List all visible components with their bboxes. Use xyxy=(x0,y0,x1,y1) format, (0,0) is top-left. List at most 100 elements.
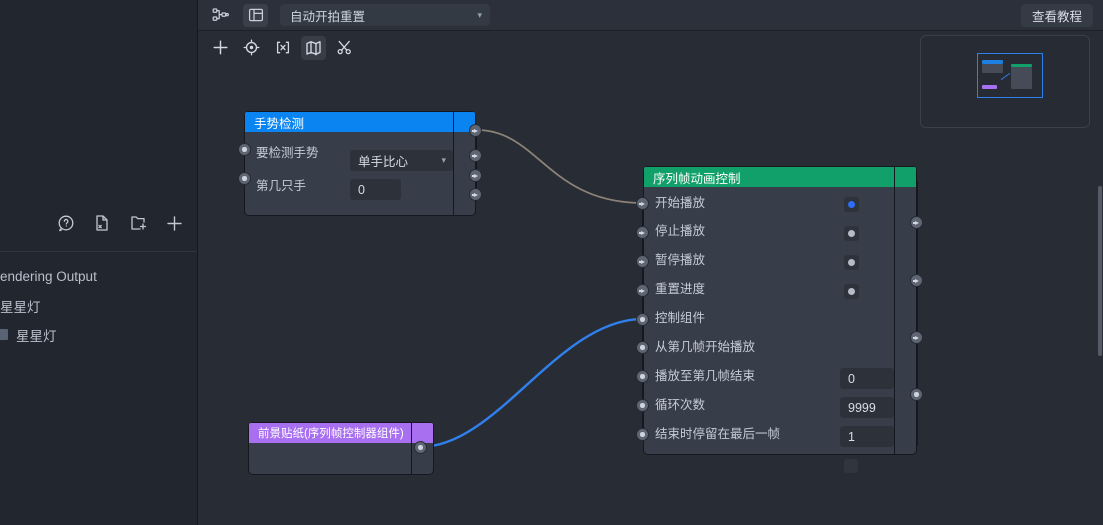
end-frame-input[interactable]: 9999 xyxy=(840,397,894,418)
graph-canvas[interactable]: 手势检测 要检测手势 第几只手 单手比心 ▾ xyxy=(198,31,1103,525)
node-row: 第几只手 xyxy=(245,170,475,199)
node-title: 前景贴纸(序列帧控制器组件) xyxy=(249,423,433,443)
input-port-data[interactable] xyxy=(636,370,649,383)
input-port-data[interactable] xyxy=(238,143,251,156)
gesture-type-select[interactable]: 单手比心 ▾ xyxy=(350,150,453,171)
left-panel: endering Output 星星灯 星星灯 xyxy=(0,0,198,525)
view-tutorial-button[interactable]: 查看教程 xyxy=(1020,4,1093,27)
mode-dropdown-value: 自动开拍重置 xyxy=(290,9,366,24)
scissors-icon[interactable] xyxy=(332,36,357,60)
plus-icon[interactable] xyxy=(208,36,233,60)
left-panel-list: endering Output 星星灯 星星灯 xyxy=(0,252,197,349)
row-label: 暂停播放 xyxy=(655,253,706,267)
row-label: 停止播放 xyxy=(655,224,706,238)
input-port-data[interactable] xyxy=(636,313,649,326)
node-graph-icon[interactable] xyxy=(208,4,233,27)
output-port-exec[interactable] xyxy=(469,124,482,137)
left-panel-spacer xyxy=(0,0,197,122)
row-label: 结束时停留在最后一帧 xyxy=(655,427,781,441)
row-label: 第几只手 xyxy=(256,179,307,193)
new-folder-icon[interactable] xyxy=(127,212,149,234)
node-gesture-detection[interactable]: 手势检测 要检测手势 第几只手 单手比心 ▾ xyxy=(244,111,476,216)
node-row: 控制组件 xyxy=(644,302,916,331)
node-title: 序列帧动画控制 xyxy=(644,167,916,187)
row-label: 从第几帧开始播放 xyxy=(655,340,756,354)
output-port-exec[interactable] xyxy=(910,274,923,287)
list-item-label: 星星灯 xyxy=(16,328,57,344)
row-label: 要检测手势 xyxy=(256,145,319,160)
node-row: 暂停播放 xyxy=(644,244,916,273)
add-icon[interactable] xyxy=(163,212,185,234)
output-port-exec[interactable] xyxy=(910,331,923,344)
input-port-exec[interactable] xyxy=(636,255,649,268)
document-script-icon[interactable] xyxy=(91,212,113,234)
start-frame-input[interactable]: 0 xyxy=(840,368,894,389)
minimap-node-gesture-body xyxy=(982,64,1003,73)
gesture-type-value: 单手比心 xyxy=(358,155,409,169)
list-item[interactable]: endering Output xyxy=(0,262,197,291)
input-port-data[interactable] xyxy=(636,428,649,441)
node-title: 手势检测 xyxy=(245,112,475,132)
chevron-down-icon: ▾ xyxy=(441,155,446,165)
node-row: 要检测手势 xyxy=(245,132,475,170)
input-port-exec[interactable] xyxy=(636,284,649,297)
input-port-data[interactable] xyxy=(636,341,649,354)
output-port-data[interactable] xyxy=(414,441,427,454)
hand-index-input[interactable]: 0 xyxy=(350,179,401,200)
canvas-vertical-scrollbar[interactable] xyxy=(1098,186,1102,356)
output-port-exec[interactable] xyxy=(469,169,482,182)
node-foreground-sticker[interactable]: 前景贴纸(序列帧控制器组件) xyxy=(248,422,434,475)
node-output-rail xyxy=(894,167,916,454)
loop-count-input[interactable]: 1 xyxy=(840,426,894,447)
radio-dot xyxy=(848,201,855,208)
hand-index-value: 0 xyxy=(358,182,365,197)
input-port-exec[interactable] xyxy=(636,226,649,239)
minimap-viewport[interactable] xyxy=(977,53,1043,98)
start-play-radio[interactable] xyxy=(844,197,859,212)
output-port-spine xyxy=(916,181,918,446)
node-row: 播放至第几帧结束 xyxy=(644,360,916,389)
loop-count-value: 1 xyxy=(848,429,855,444)
list-item[interactable]: 星星灯 xyxy=(0,291,197,320)
header-bar: 自动开拍重置 ▾ 查看教程 xyxy=(198,0,1103,31)
list-item[interactable]: 星星灯 xyxy=(0,320,197,349)
node-output-rail xyxy=(411,423,433,474)
list-item-label: endering Output xyxy=(0,269,97,284)
minimap-edge xyxy=(1000,72,1011,81)
node-row: 重置进度 xyxy=(644,273,916,302)
node-body: 要检测手势 第几只手 xyxy=(245,132,475,199)
minimap-node-gesture xyxy=(982,60,1003,64)
panel-layout-icon[interactable] xyxy=(243,3,268,27)
input-port-data[interactable] xyxy=(636,399,649,412)
graph-minimap[interactable] xyxy=(920,35,1090,128)
input-port-data[interactable] xyxy=(238,172,251,185)
bracket-x-icon[interactable] xyxy=(270,36,295,60)
start-frame-value: 0 xyxy=(848,371,855,386)
pause-play-radio[interactable] xyxy=(844,255,859,270)
output-port-spine xyxy=(475,124,477,202)
radio-dot xyxy=(848,230,855,237)
target-icon[interactable] xyxy=(239,36,264,60)
radio-dot xyxy=(848,259,855,266)
stop-play-radio[interactable] xyxy=(844,226,859,241)
minimap-node-anim-body xyxy=(1011,67,1032,89)
chevron-down-icon: ▾ xyxy=(477,9,482,20)
hold-last-frame-checkbox[interactable] xyxy=(844,459,858,473)
row-label: 重置进度 xyxy=(655,282,706,296)
output-port-exec[interactable] xyxy=(910,216,923,229)
input-port-exec[interactable] xyxy=(636,197,649,210)
node-row: 开始播放 xyxy=(644,187,916,215)
layer-icon xyxy=(0,329,8,340)
output-port-exec[interactable] xyxy=(469,149,482,162)
mode-dropdown[interactable]: 自动开拍重置 ▾ xyxy=(280,4,490,26)
help-icon[interactable] xyxy=(55,212,77,234)
reset-progress-radio[interactable] xyxy=(844,284,859,299)
node-title-label: 前景贴纸(序列帧控制器组件) xyxy=(258,428,404,440)
node-sequence-animation-control[interactable]: 序列帧动画控制 开始播放 停止播放 暂停播放 重置进度 xyxy=(643,166,917,473)
left-panel-icon-row xyxy=(0,202,197,244)
output-port-exec[interactable] xyxy=(469,188,482,201)
minimap-node-anim xyxy=(1011,64,1032,67)
map-icon[interactable] xyxy=(301,35,326,60)
output-port-data[interactable] xyxy=(910,388,923,401)
